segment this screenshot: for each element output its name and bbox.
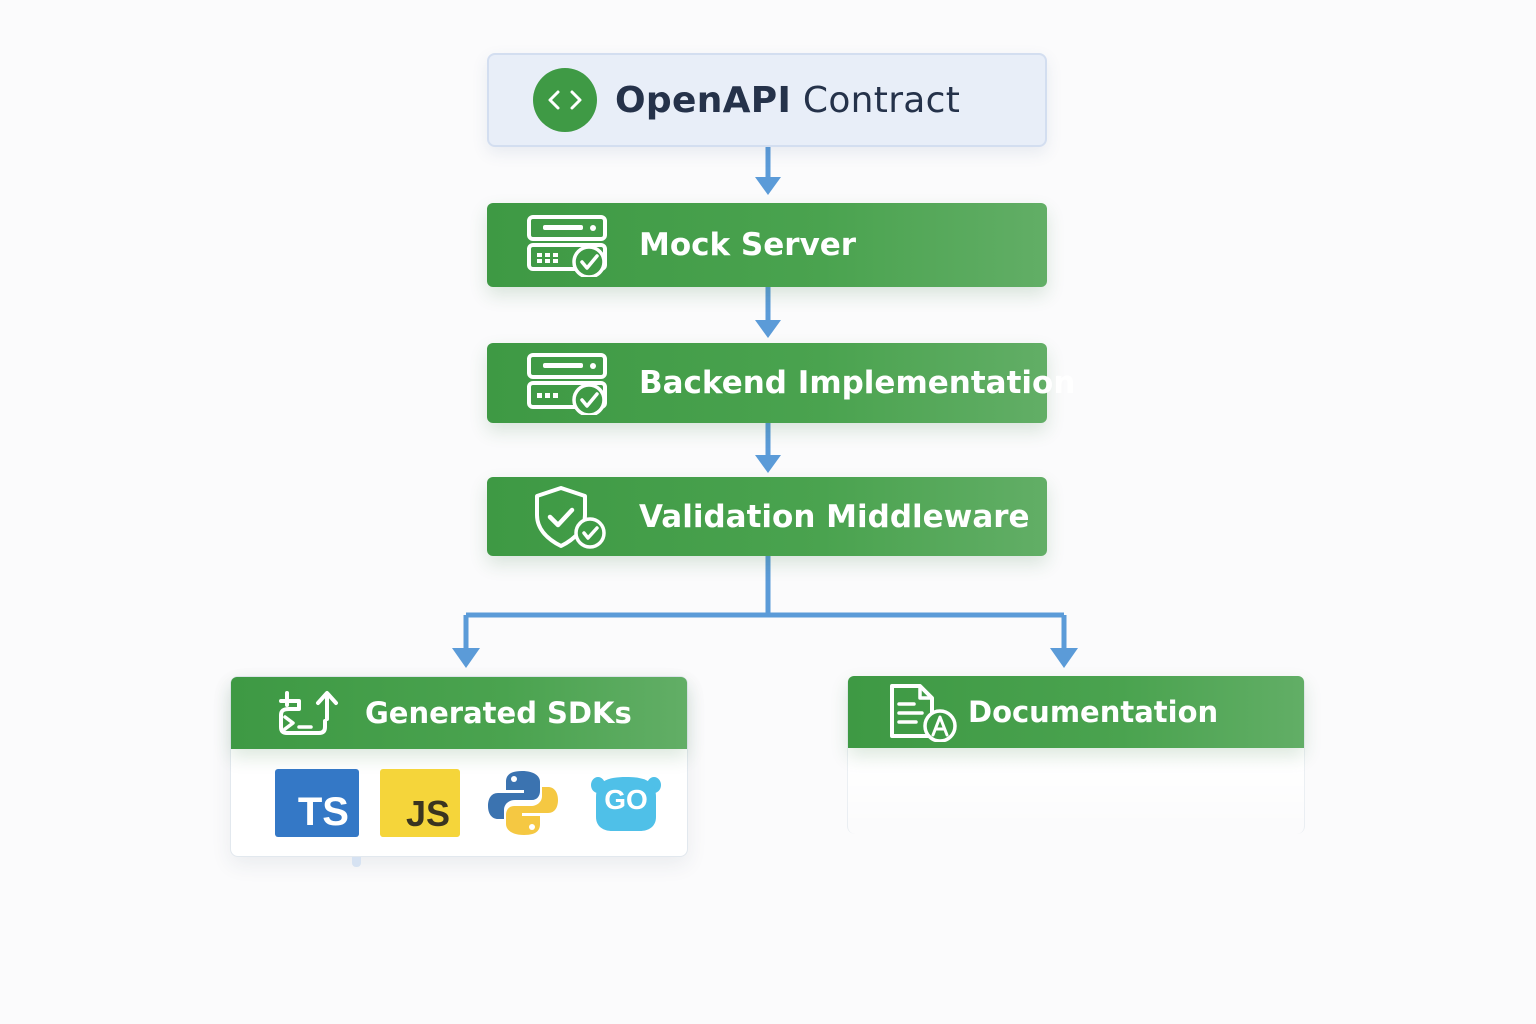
arrowhead-docs [1050,648,1078,668]
python-icon [480,768,566,838]
mock-server-node[interactable]: Mock Server [487,203,1047,287]
backend-implementation-label: Backend Implementation [639,365,1076,401]
go-label: GO [604,784,648,815]
go-gopher-icon: GO [583,768,669,838]
typescript-icon: TS [274,768,360,838]
generated-sdks-label: Generated SDKs [365,696,632,730]
document-font-icon [890,684,957,742]
arrowhead-validation [755,455,781,473]
shield-check-icon [535,485,606,549]
arrowhead-backend [755,320,781,338]
contract-title-strong: OpenAPI [615,79,792,121]
generated-sdks-card[interactable]: Generated SDKs TS JS GO [230,676,688,857]
sdk-card-tab [352,857,361,867]
mock-server-label: Mock Server [639,227,857,263]
backend-implementation-node[interactable]: Backend Implementation [487,343,1075,423]
documentation-header: Documentation [848,676,1304,748]
javascript-icon: JS [377,768,463,838]
server-check-icon [527,215,607,277]
server-check-icon [527,353,607,415]
documentation-label: Documentation [968,695,1219,729]
generated-sdks-header: Generated SDKs [231,677,687,749]
validation-middleware-label: Validation Middleware [639,498,1030,535]
javascript-badge: JS [380,769,460,837]
openapi-contract-node[interactable]: OpenAPI Contract [487,53,1047,147]
arrowhead-mock [755,177,781,195]
code-brackets-icon [533,68,597,132]
arrowhead-sdks [452,648,480,668]
contract-title-rest: Contract [791,79,961,121]
sdk-language-list: TS JS GO [231,768,687,838]
documentation-card[interactable]: Documentation [847,676,1305,834]
contract-title: OpenAPI Contract [615,80,960,121]
javascript-label: JS [405,793,450,834]
terminal-upload-icon [279,691,338,735]
typescript-label: TS [297,790,349,834]
validation-middleware-node[interactable]: Validation Middleware [487,477,1047,556]
typescript-badge: TS [275,769,359,837]
